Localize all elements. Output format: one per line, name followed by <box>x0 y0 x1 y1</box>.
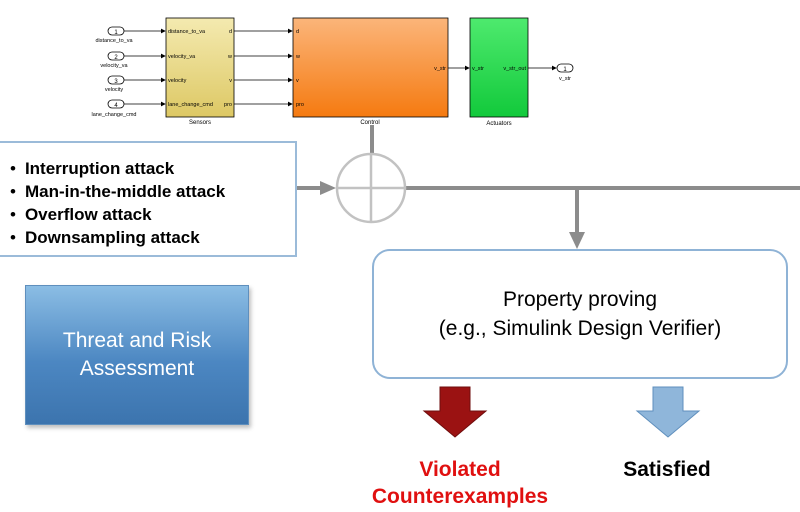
attack-item: Overflow attack <box>10 203 295 226</box>
svg-text:w: w <box>295 54 300 60</box>
satisfied-label: Satisfied <box>623 458 711 481</box>
svg-text:pro: pro <box>224 102 232 108</box>
satisfied-arrow-icon <box>635 386 701 438</box>
svg-text:velocity: velocity <box>105 87 124 93</box>
svg-text:lane_change_cmd: lane_change_cmd <box>168 102 213 108</box>
svg-text:4: 4 <box>114 103 118 109</box>
svg-text:v_str: v_str <box>472 66 484 72</box>
svg-text:velocity: velocity <box>168 78 187 84</box>
svg-text:Sensors: Sensors <box>189 120 211 126</box>
attack-list-box: Interruption attack Man-in-the-middle at… <box>0 141 297 257</box>
svg-text:distance_to_va: distance_to_va <box>96 38 134 44</box>
svg-text:v_str: v_str <box>559 76 571 82</box>
svg-text:velocity_va: velocity_va <box>168 54 196 60</box>
svg-text:2: 2 <box>114 55 118 61</box>
control-block: d w v pro v_str Control <box>292 17 449 126</box>
actuators-block: v_str v_str_out Actuators <box>469 17 529 127</box>
svg-text:distance_to_va: distance_to_va <box>168 29 206 35</box>
violated-line1: Violated <box>419 458 501 481</box>
property-box-line1: Property proving <box>502 288 658 311</box>
svg-text:Control: Control <box>360 120 379 126</box>
inport-1: 1 distance_to_va <box>96 26 166 44</box>
svg-text:Actuators: Actuators <box>486 121 511 127</box>
attack-item: Interruption attack <box>10 157 295 180</box>
inport-3: 3 velocity <box>105 75 166 93</box>
violated-arrow-icon <box>422 386 488 438</box>
svg-text:w: w <box>227 54 232 60</box>
svg-text:pro: pro <box>296 102 304 108</box>
attack-list: Interruption attack Man-in-the-middle at… <box>0 143 295 249</box>
threat-risk-assessment-box: Threat and Risk Assessment <box>25 285 249 425</box>
property-proving-box: Property proving (e.g., Simulink Design … <box>372 249 788 379</box>
attack-item: Man-in-the-middle attack <box>10 180 295 203</box>
outport-1: 1 v_str <box>556 63 574 82</box>
svg-text:velocity_va: velocity_va <box>100 63 128 69</box>
svg-text:1: 1 <box>563 67 567 73</box>
svg-text:v_str: v_str <box>434 66 446 72</box>
property-box-line2: (e.g., Simulink Design Verifier) <box>438 317 722 340</box>
sum-junction-icon <box>335 152 407 224</box>
svg-text:d: d <box>229 29 232 35</box>
svg-text:v_str_out: v_str_out <box>503 66 526 72</box>
svg-text:1: 1 <box>114 30 118 36</box>
violated-label: Violated Counterexamples <box>320 456 600 510</box>
connector-lines <box>297 125 800 249</box>
svg-text:v: v <box>229 78 232 84</box>
svg-text:v: v <box>296 78 299 84</box>
svg-text:lane_change_cmd: lane_change_cmd <box>92 112 137 118</box>
svg-text:3: 3 <box>114 79 118 85</box>
threat-box-line2: Assessment <box>79 357 195 380</box>
inport-4: 4 lane_change_cmd <box>92 99 166 118</box>
violated-line2: Counterexamples <box>371 485 549 508</box>
svg-text:d: d <box>296 29 299 35</box>
attack-item: Downsampling attack <box>10 226 295 249</box>
threat-box-line1: Threat and Risk <box>62 329 212 352</box>
inport-2: 2 velocity_va <box>100 51 166 69</box>
sensors-block: distance_to_va velocity_va velocity lane… <box>165 17 235 126</box>
